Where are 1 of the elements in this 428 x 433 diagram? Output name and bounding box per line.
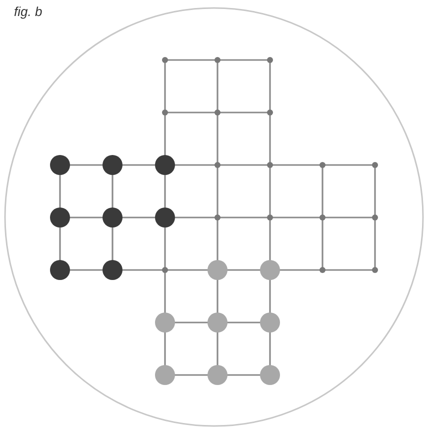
figure-label: fig. b xyxy=(14,4,42,19)
